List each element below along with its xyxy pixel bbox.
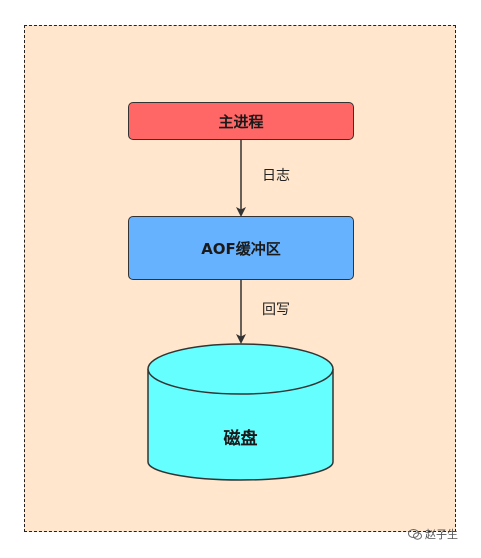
main-process-label: 主进程 (218, 112, 264, 131)
edge-label-write-back: 回写 (262, 302, 290, 318)
disk-cylinder (147, 343, 334, 481)
disk-label: 磁盘 (223, 429, 258, 449)
aof-buffer-node: AOF缓冲区 (128, 216, 354, 280)
edge-label-log: 日志 (262, 168, 290, 184)
wechat-icon (408, 528, 422, 540)
aof-buffer-label: AOF缓冲区 (201, 239, 281, 258)
main-process-node: 主进程 (128, 102, 354, 140)
watermark-text: 赵子生 (425, 528, 458, 541)
watermark: 赵子生 (408, 526, 458, 542)
